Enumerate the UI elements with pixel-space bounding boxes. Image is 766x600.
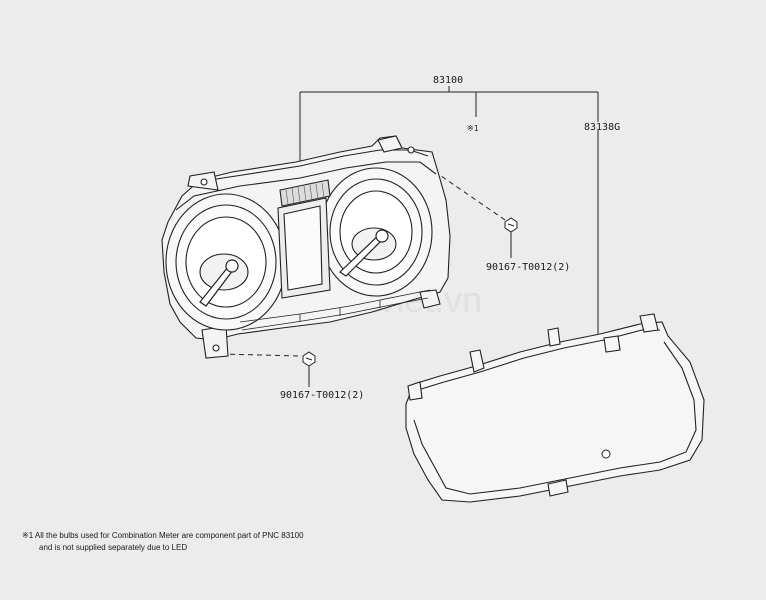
screw-upper	[504, 217, 518, 233]
cover-boss	[601, 449, 611, 459]
gauge-needles	[199, 229, 389, 307]
leader-lines	[299, 86, 599, 387]
display-hatching	[285, 182, 325, 205]
part-number-83138g: 83138G	[584, 122, 620, 133]
footnote-line-1: ※1 All the bulbs used for Combination Me…	[22, 531, 304, 540]
meter-bottom-details	[239, 289, 431, 331]
note-marker: ※1	[467, 124, 479, 133]
screw-lower	[302, 351, 316, 367]
part-number-screw-lower: 90167-T0012(2)	[280, 390, 364, 401]
part-number-screw-upper: 90167-T0012(2)	[486, 262, 570, 273]
meter-cover	[405, 313, 705, 503]
combination-meter	[161, 135, 451, 359]
part-number-83100: 83100	[433, 75, 463, 86]
footnote-line-2: and is not supplied separately due to LE…	[39, 543, 187, 552]
